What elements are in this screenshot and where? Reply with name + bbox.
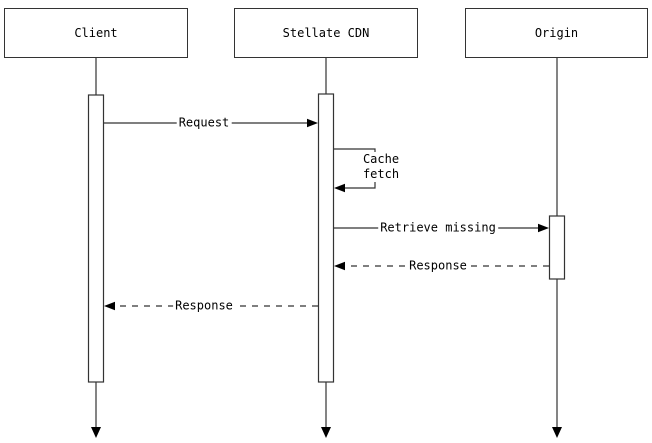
arrow-right-icon [307,118,318,128]
message-label-retrieve-missing: Retrieve missing [378,220,498,236]
activation-stellate [317,93,335,383]
lifeline-end-arrow-icon [91,427,101,438]
actor-label-client: Client [74,26,118,40]
activation-origin [548,215,566,280]
lifeline-end-arrow-icon [552,427,562,438]
lifeline-end-arrow-icon [321,427,331,438]
activation-client [87,94,105,383]
actor-box-stellate-cdn: Stellate CDN [234,8,418,58]
message-label-response-origin: Response [407,258,469,274]
actor-box-origin: Origin [465,8,648,58]
actor-label-origin: Origin [534,26,579,40]
arrow-right-icon [538,223,549,233]
actor-box-client: Client [4,8,188,58]
message-label-response-client: Response [173,298,235,314]
actor-label-stellate-cdn: Stellate CDN [282,26,370,40]
message-label-cache-fetch: Cache fetch [359,152,403,182]
arrow-left-icon [104,301,115,311]
arrow-left-icon [334,261,345,271]
message-label-request: Request [176,115,232,131]
arrow-left-icon [334,183,345,193]
